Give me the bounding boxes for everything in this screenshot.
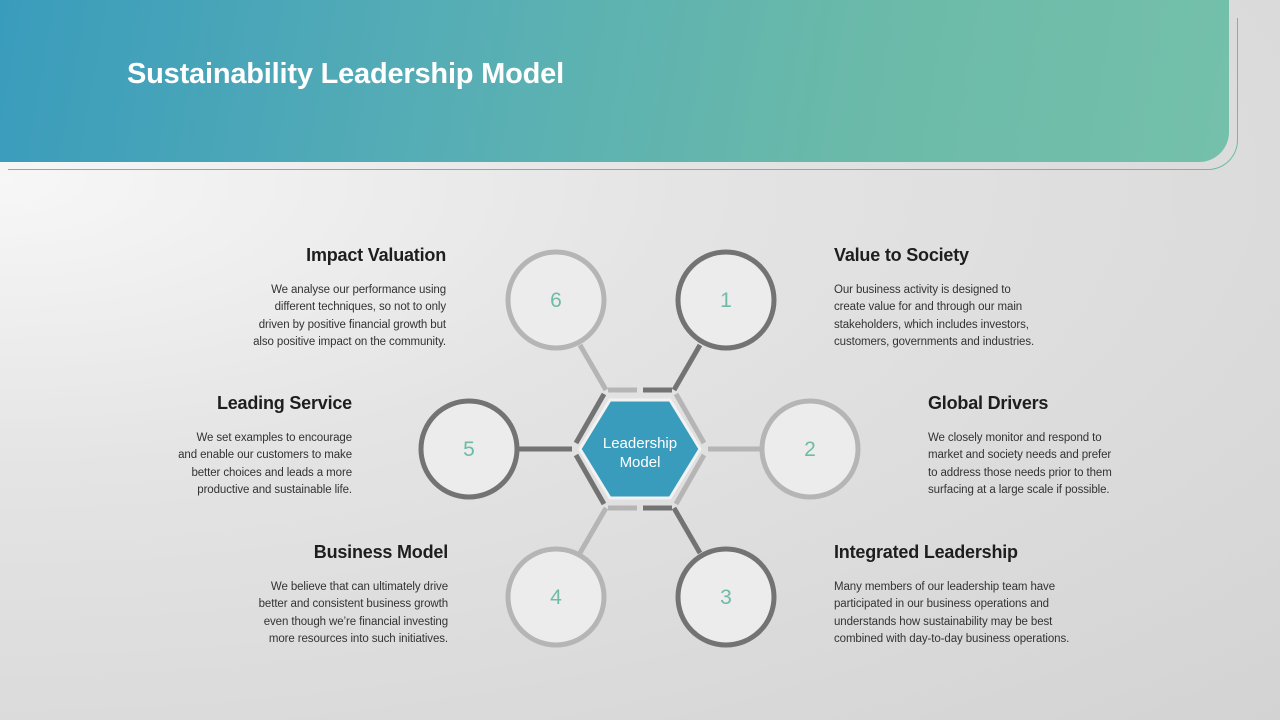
item-title-business-model: Business Model <box>313 542 448 562</box>
node-number-6: 6 <box>550 289 562 312</box>
desc-line: even though we’re financial investing <box>263 615 448 628</box>
desc-line: better and consistent business growth <box>258 598 448 611</box>
connector-4 <box>577 506 609 555</box>
desc-line: combined with day-to-day business operat… <box>834 632 1070 645</box>
desc-line: customers, governments and industries. <box>834 335 1035 348</box>
node-circle-2 <box>759 398 861 500</box>
desc-line: Our business activity is designed to <box>834 284 1011 296</box>
desc-line: and enable our customers to make <box>178 449 352 462</box>
center-label-line1: Leadership <box>602 435 678 452</box>
desc-line: surfacing at a large scale if possible. <box>928 483 1110 496</box>
desc-line: Many members of our leadership team have <box>834 581 1055 593</box>
node-circle-6 <box>505 249 607 351</box>
header-outline <box>8 18 1238 170</box>
item-desc-integrated-leadership: Many members of our leadership team have… <box>834 579 1069 648</box>
node-number-2: 2 <box>804 438 816 461</box>
desc-line: more resources into such initiatives. <box>268 632 448 645</box>
center-hexagon <box>578 398 702 500</box>
hexagon-ring <box>573 387 707 511</box>
header-banner <box>0 0 1229 162</box>
desc-line: participated in our business operations … <box>834 598 1049 611</box>
desc-line: We believe that can ultimately drive <box>270 581 448 593</box>
node-number-4: 4 <box>550 586 562 609</box>
node-circle-3 <box>675 546 777 648</box>
node-circle-4 <box>505 546 607 648</box>
desc-line: create value for and through our main <box>834 301 1023 314</box>
connector-6 <box>577 343 609 392</box>
center-label-line2: Model <box>619 454 661 471</box>
desc-line: to address those needs prior to them <box>928 466 1112 479</box>
item-desc-value-to-society: Our business activity is designed to cre… <box>834 282 1034 351</box>
node-number-3: 3 <box>720 586 732 609</box>
node-number-5: 5 <box>463 438 475 461</box>
desc-line: market and society needs and prefer <box>928 449 1112 462</box>
node-number-1: 1 <box>720 289 732 312</box>
node-circle-5 <box>418 398 520 500</box>
desc-line: understands how sustainability may be be… <box>834 615 1053 628</box>
item-desc-business-model: We believe that can ultimately drive bet… <box>259 579 448 648</box>
desc-line: We set examples to encourage <box>196 432 352 444</box>
item-desc-impact-valuation: We analyse our performance using differe… <box>253 282 446 351</box>
item-title-leading-service: Leading Service <box>216 393 352 413</box>
item-title-global-drivers: Global Drivers <box>928 393 1049 413</box>
desc-line: driven by positive financial growth but <box>258 318 446 331</box>
connector-3 <box>671 506 703 555</box>
desc-line: productive and sustainable life. <box>197 483 352 496</box>
connector-1 <box>671 343 703 392</box>
item-title-impact-valuation: Impact Valuation <box>306 245 446 265</box>
center-label: Leadership Model <box>582 434 698 472</box>
desc-line: We closely monitor and respond to <box>928 432 1102 444</box>
desc-line: different techniques, so not to only <box>274 301 446 314</box>
desc-line: also positive impact on the community. <box>253 335 446 348</box>
desc-line: We analyse our performance using <box>271 284 446 296</box>
desc-line: better choices and leads a more <box>191 466 352 479</box>
desc-line: stakeholders, which includes investors, <box>834 318 1029 331</box>
slide-title: Sustainability Leadership Model <box>127 58 564 90</box>
node-circle-1 <box>675 249 777 351</box>
item-title-value-to-society: Value to Society <box>834 245 969 265</box>
item-title-integrated-leadership: Integrated Leadership <box>834 542 1018 562</box>
item-desc-leading-service: We set examples to encourage and enable … <box>178 430 352 499</box>
item-desc-global-drivers: We closely monitor and respond to market… <box>928 430 1112 499</box>
